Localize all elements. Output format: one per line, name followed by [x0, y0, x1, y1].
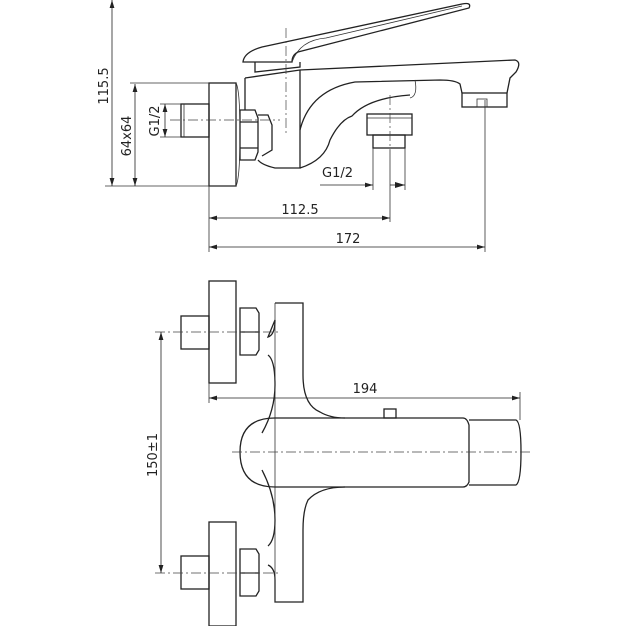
- spout-top: [239, 417, 470, 488]
- shower-outlet-nipple: [372, 134, 406, 149]
- hex-nut-upper: [239, 307, 260, 356]
- side-view: 115.5 64x64 G1/2 G1/2 112.5 172: [97, 0, 520, 252]
- spout: [299, 79, 463, 169]
- body-plate: [261, 302, 346, 603]
- diverter-knob: [383, 408, 397, 419]
- spout-outlet: [461, 92, 508, 108]
- hex-nut-lower: [239, 548, 260, 597]
- escutcheon-lower: [208, 521, 237, 626]
- inlet-pipe: [180, 103, 210, 138]
- escutcheon: [208, 82, 237, 187]
- dim-inlet-thread-label: G1/2: [148, 106, 163, 137]
- dim-total-length-label: 172: [336, 232, 361, 247]
- hex-nut: [239, 109, 259, 161]
- shower-outlet: [366, 113, 413, 136]
- spout-outlet-top: [469, 419, 522, 486]
- cartridge-cap: [254, 62, 301, 73]
- dim-height-label: 115.5: [97, 67, 112, 104]
- inlet-pipe-lower: [180, 555, 210, 590]
- valve-body: [244, 59, 520, 169]
- dim-outlet-distance-label: 112.5: [281, 203, 318, 218]
- inlet-pipe-upper: [180, 315, 210, 350]
- dim-spout-length-label: 194: [353, 382, 378, 397]
- dim-outlet-thread-label: G1/2: [322, 166, 353, 181]
- dim-escutcheon-label: 64x64: [120, 116, 135, 157]
- dim-inlet-spacing-label: 150±1: [146, 433, 161, 477]
- handle-lever: [242, 2, 471, 63]
- top-view: 194 150±1: [146, 280, 530, 626]
